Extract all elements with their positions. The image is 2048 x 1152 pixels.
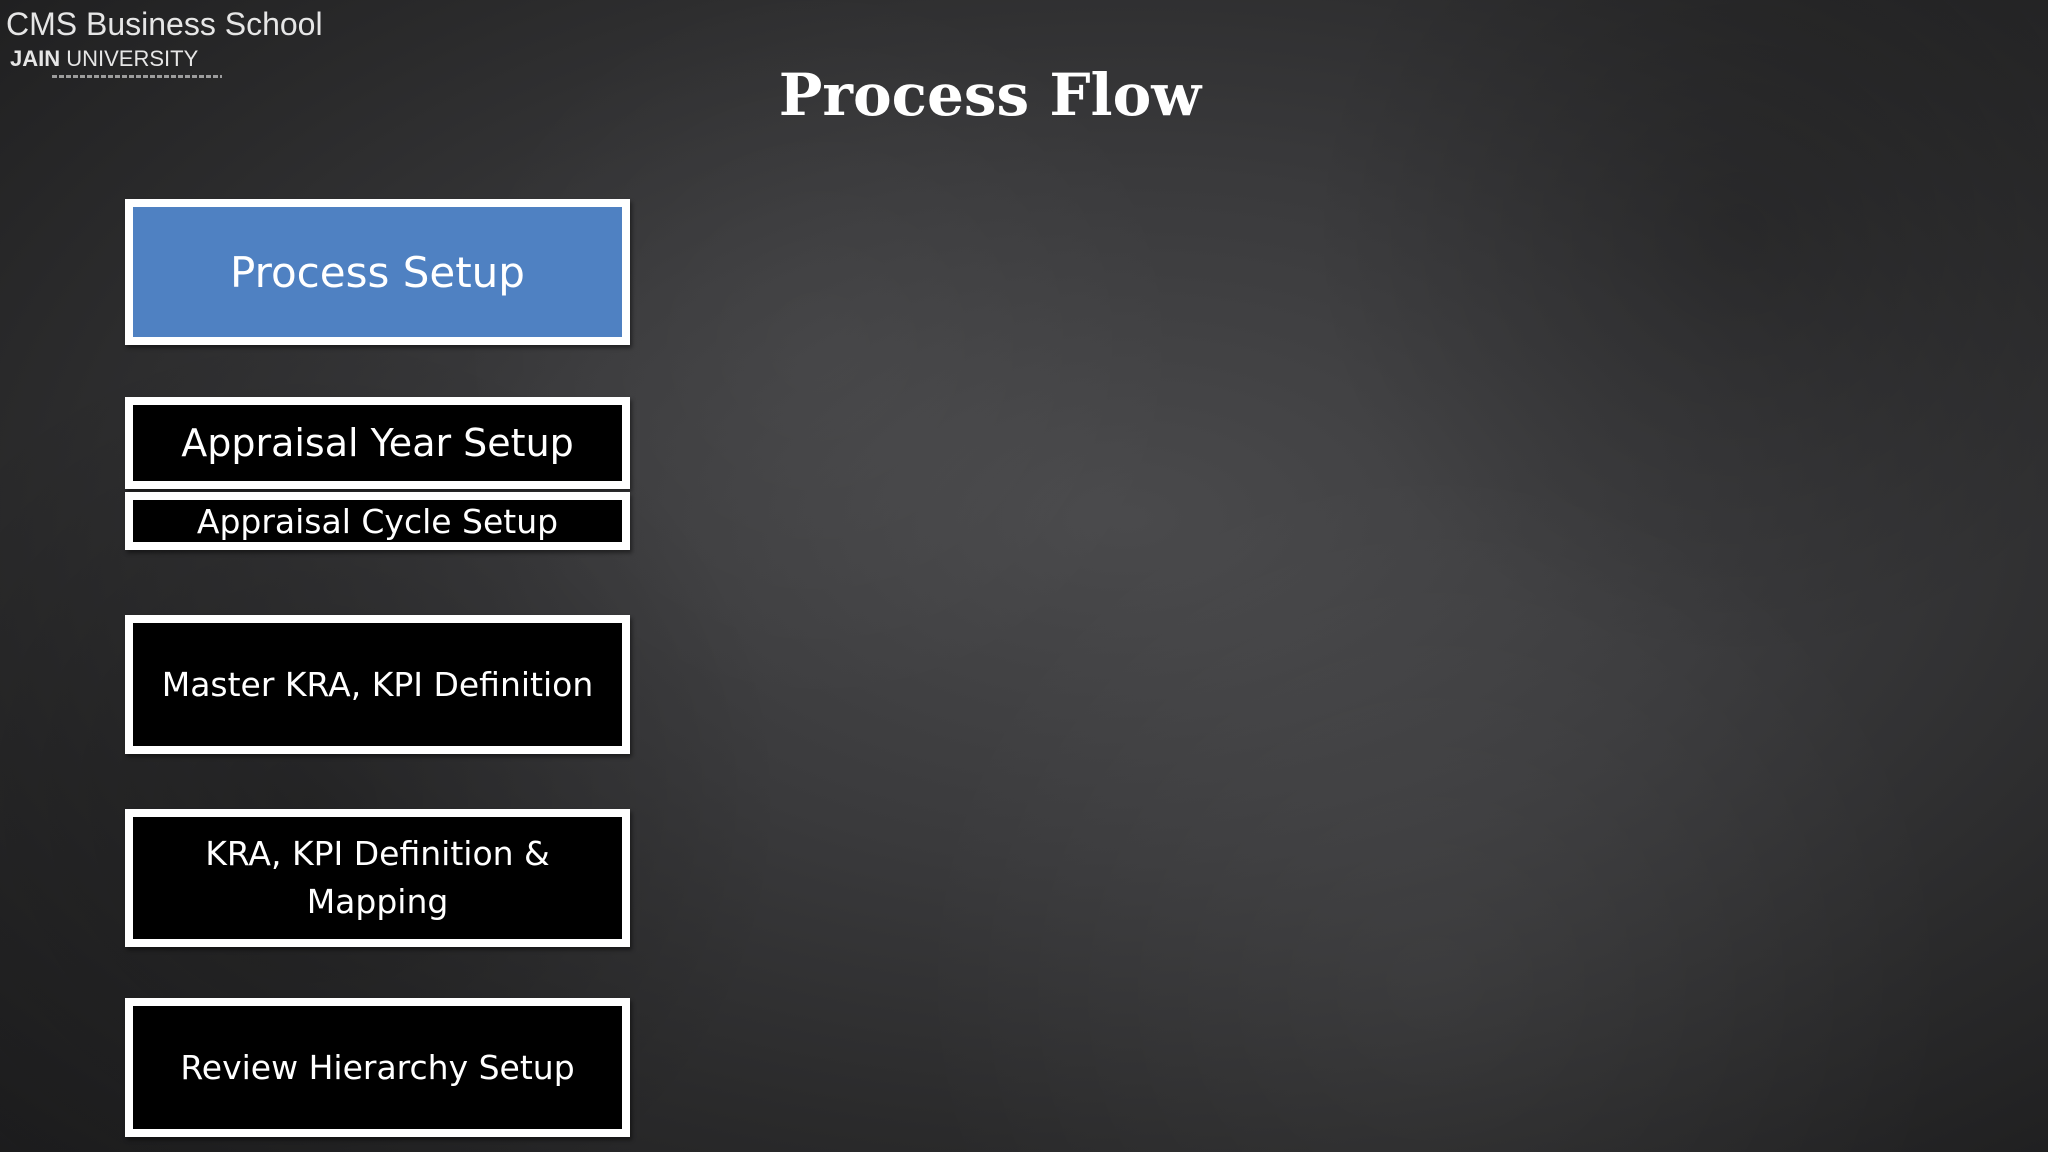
kra-kpi-definition-mapping-box: KRA, KPI Definition & Mapping (125, 809, 630, 947)
logo: CMS Business School JAIN UNIVERSITY (6, 6, 346, 80)
master-kra-kpi-definition-label: Master KRA, KPI Definition (161, 665, 594, 704)
logo-university-strong: JAIN (10, 46, 61, 71)
appraisal-year-setup-label: Appraisal Year Setup (181, 421, 574, 465)
appraisal-year-setup-box: Appraisal Year Setup (125, 397, 630, 489)
review-hierarchy-setup-box: Review Hierarchy Setup (125, 998, 630, 1137)
review-hierarchy-setup-label: Review Hierarchy Setup (180, 1048, 575, 1087)
appraisal-cycle-setup-label: Appraisal Cycle Setup (196, 501, 559, 541)
logo-fine-print (52, 75, 222, 78)
process-setup-box: Process Setup (125, 199, 630, 345)
process-setup-label: Process Setup (230, 247, 525, 297)
appraisal-cycle-setup-box: Appraisal Cycle Setup (125, 492, 630, 550)
kra-kpi-definition-mapping-label: KRA, KPI Definition & Mapping (205, 834, 550, 921)
logo-university-name: JAIN UNIVERSITY (10, 46, 198, 72)
logo-school-name: CMS Business School (6, 6, 323, 42)
slide-title: Process Flow (778, 61, 1202, 129)
logo-university-rest: UNIVERSITY (60, 46, 199, 71)
master-kra-kpi-definition-box: Master KRA, KPI Definition (125, 615, 630, 754)
